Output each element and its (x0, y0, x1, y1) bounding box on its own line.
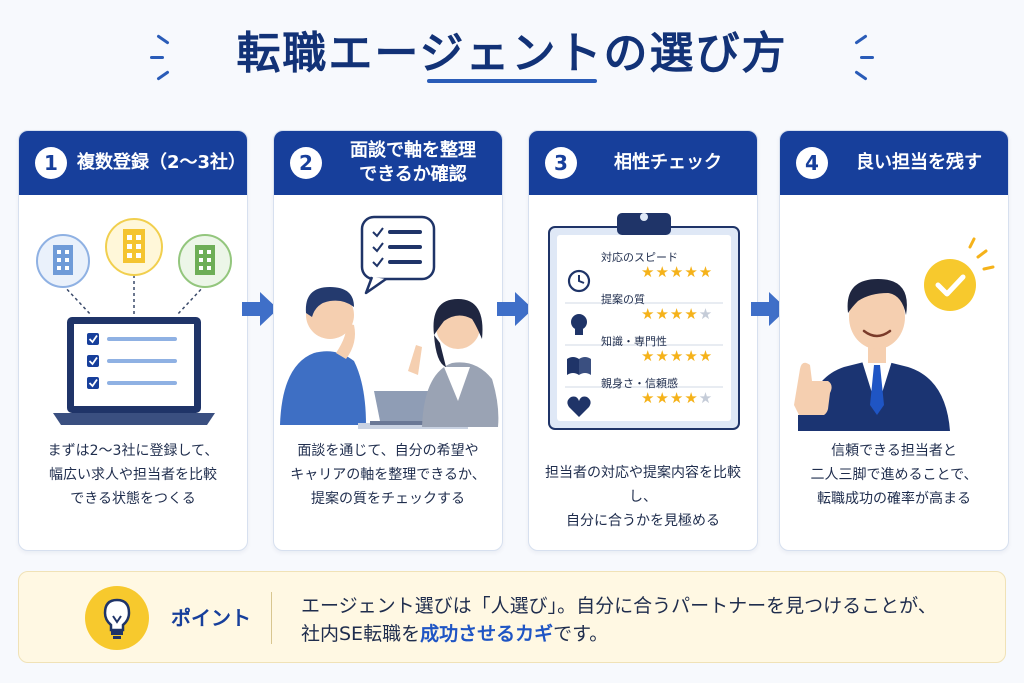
speech-bubble-checklist-icon (360, 215, 436, 295)
step-header: 2 面談で軸を整理 できるか確認 (274, 131, 502, 195)
thumbs-up-agent-illustration (794, 237, 995, 431)
point-line-2-after: です。 (553, 623, 609, 645)
advisor-woman-figure (408, 299, 499, 427)
interview-illustration (280, 215, 499, 429)
title-underline (427, 79, 597, 83)
clipboard-evaluation: 対応のスピード ★★★★★ 提案の質 ★★★★★ 知識・専門性 ★★★★★ 親身… (529, 195, 757, 495)
step-title: 複数登録（2〜3社） (77, 152, 247, 173)
advisor-man-figure (280, 287, 366, 425)
point-line-2: 社内SE転職を成功させるカギです。 (301, 620, 989, 648)
step-header: 1 複数登録（2〜3社） (19, 131, 247, 195)
step-number: 4 (796, 147, 828, 179)
evaluation-row-trust: 親身さ・信頼感 ★★★★★ (579, 373, 749, 413)
sparkle-left-icon (150, 34, 180, 84)
step-card-4: 4 良い担当を残す 信頼できる担当者と 二人三脚で進めることで、 転職成功の確率… (779, 130, 1009, 551)
step-card-2: 2 面談で軸を整理 できるか確認 (273, 130, 503, 551)
evaluation-row-speed: 対応のスピード ★★★★★ (579, 247, 749, 287)
step-description: 面談を通じて、自分の希望や キャリアの軸を整理できるか、 提案の質をチェックする (290, 443, 486, 507)
step-number: 3 (545, 147, 577, 179)
evaluation-row-proposal: 提案の質 ★★★★★ (579, 289, 749, 329)
rating-stars: ★★★★★ (641, 389, 714, 407)
evaluation-row-expertise: 知識・専門性 ★★★★★ (579, 331, 749, 371)
point-message: エージェント選びは「人選び」。自分に合うパートナーを見つけることが、 社内SE転… (301, 592, 989, 648)
step-title: 面談で軸を整理 できるか確認 (350, 140, 476, 185)
page-header: 転職エージェントの選び方 (0, 18, 1024, 98)
building-icon-yellow (105, 218, 163, 276)
clock-icon (567, 269, 591, 293)
evaluation-label: 知識・専門性 (601, 335, 667, 348)
laptop-checklist-icon (53, 317, 215, 425)
arrow-right-icon (242, 292, 278, 326)
laptop-buildings-illustration (36, 218, 232, 425)
rating-stars: ★★★★★ (641, 347, 714, 365)
arrow-right-icon (751, 292, 787, 326)
sparkle-right-icon (844, 34, 874, 84)
page-title: 転職エージェントの選び方 (236, 28, 788, 79)
step-number: 2 (290, 147, 322, 179)
step-description: 信頼できる担当者と 二人三脚で進めることで、 転職成功の確率が高まる (810, 443, 978, 507)
rating-stars: ★★★★★ (641, 263, 714, 281)
step-number: 1 (35, 147, 67, 179)
step-description: まずは2〜3社に登録して、 幅広い求人や担当者を比較 できる状態をつくる (47, 443, 219, 507)
step-title: 良い担当を残す (856, 152, 982, 173)
step-header: 4 良い担当を残す (780, 131, 1008, 195)
divider (271, 592, 272, 644)
point-highlight: 成功させるカギ (420, 623, 554, 645)
step-card-3: 3 相性チェック (528, 130, 758, 551)
arrow-right-icon (497, 292, 533, 326)
step-title: 相性チェック (614, 152, 722, 173)
point-callout: ポイント エージェント選びは「人選び」。自分に合うパートナーを見つけることが、 … (18, 571, 1006, 663)
step-card-1: 1 複数登録（2〜3社） (18, 130, 248, 551)
agent-man-figure (794, 279, 950, 431)
rating-stars: ★★★★★ (641, 305, 714, 323)
lightbulb-icon (85, 586, 149, 650)
evaluation-label: 親身さ・信頼感 (601, 377, 678, 390)
check-badge-icon (924, 237, 995, 311)
point-label: ポイント (171, 606, 251, 630)
building-icon-green (178, 234, 232, 288)
lightbulb-icon (571, 314, 587, 335)
heart-icon (567, 396, 591, 417)
point-line-2-before: 社内SE転職を (301, 623, 421, 645)
book-icon (567, 357, 591, 375)
clipboard-icon (548, 213, 740, 430)
evaluation-label: 対応のスピード (601, 251, 678, 264)
step-header: 3 相性チェック (529, 131, 757, 195)
step-description: 担当者の対応や提案内容を比較し、 自分に合うかを見極める (545, 465, 741, 529)
evaluation-label: 提案の質 (601, 293, 645, 306)
point-line-1: エージェント選びは「人選び」。自分に合うパートナーを見つけることが、 (301, 595, 937, 617)
building-icon-blue (36, 234, 90, 288)
